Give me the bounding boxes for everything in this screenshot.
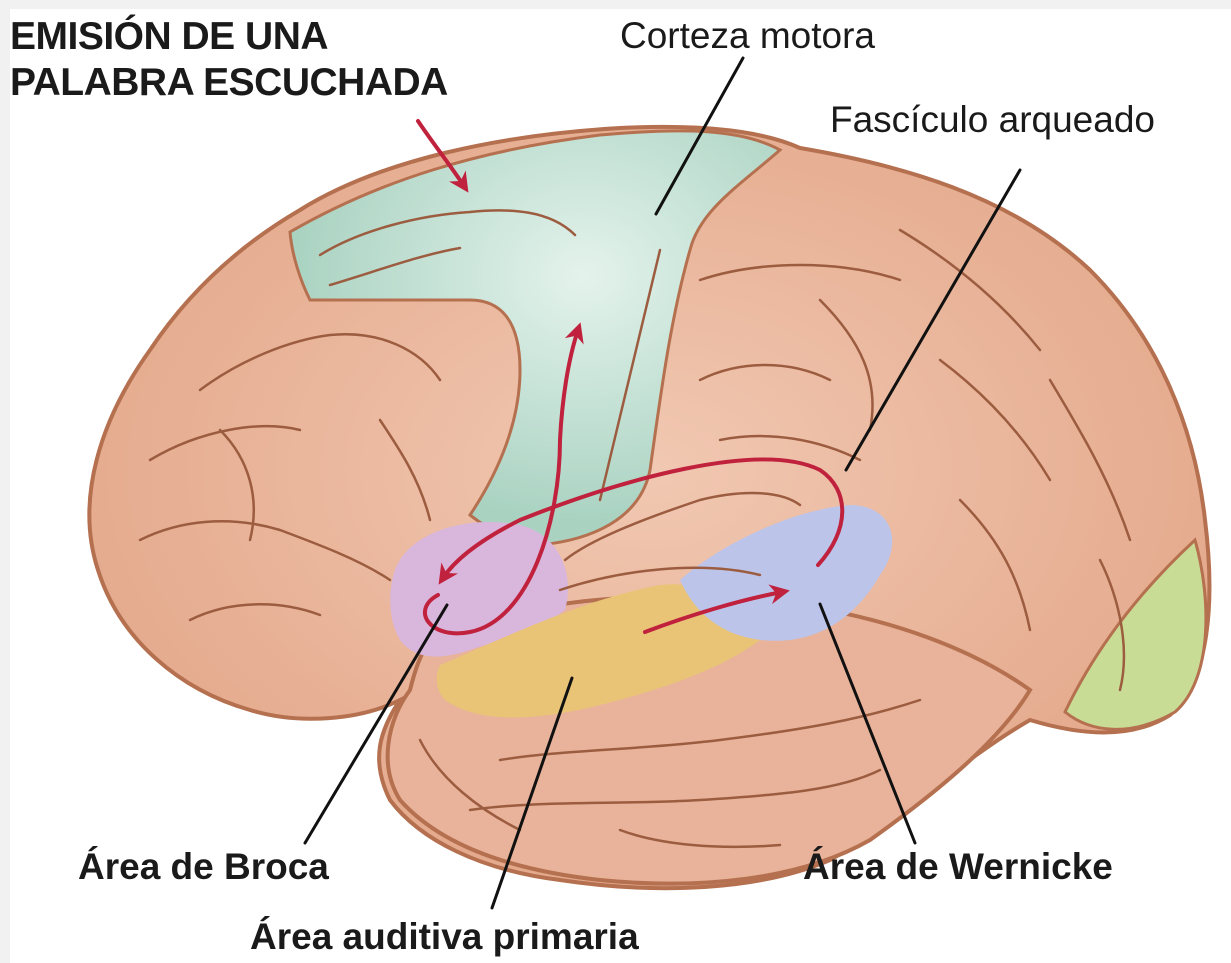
- label-primary-auditory-area: Área auditiva primaria: [250, 916, 639, 957]
- arcuate-fasciculus-arrow: [438, 457, 845, 585]
- diagram-title: EMISIÓN DE UNA PALABRA ESCUCHADA: [10, 14, 448, 106]
- auditory-to-wernicke-arrow: [643, 584, 790, 634]
- leader-auditiva: [490, 676, 574, 910]
- leader-lines: [303, 56, 1022, 910]
- motor-cortex-region: [288, 129, 783, 547]
- label-arcuate-fasciculus: Fascículo arqueado: [830, 99, 1155, 140]
- leader-fasciculo: [844, 168, 1022, 472]
- leader-wernicke: [818, 602, 917, 845]
- title-line-2: PALABRA ESCUCHADA: [10, 61, 448, 104]
- label-motor-cortex: Corteza motora: [620, 15, 875, 56]
- leader-broca: [303, 603, 449, 845]
- speech-pathway: [416, 119, 845, 636]
- broca-to-motor-arrow: [423, 322, 584, 636]
- sulci-lines: [138, 209, 1132, 849]
- wernicke-area-region: [680, 505, 893, 641]
- auditory-area-region: [436, 584, 760, 718]
- leader-corteza: [654, 56, 745, 216]
- label-wernicke-area: Área de Wernicke: [803, 846, 1113, 887]
- label-broca-area: Área de Broca: [78, 846, 329, 887]
- title-line-1: EMISIÓN DE UNA: [10, 15, 329, 58]
- input-arrow: [416, 119, 469, 193]
